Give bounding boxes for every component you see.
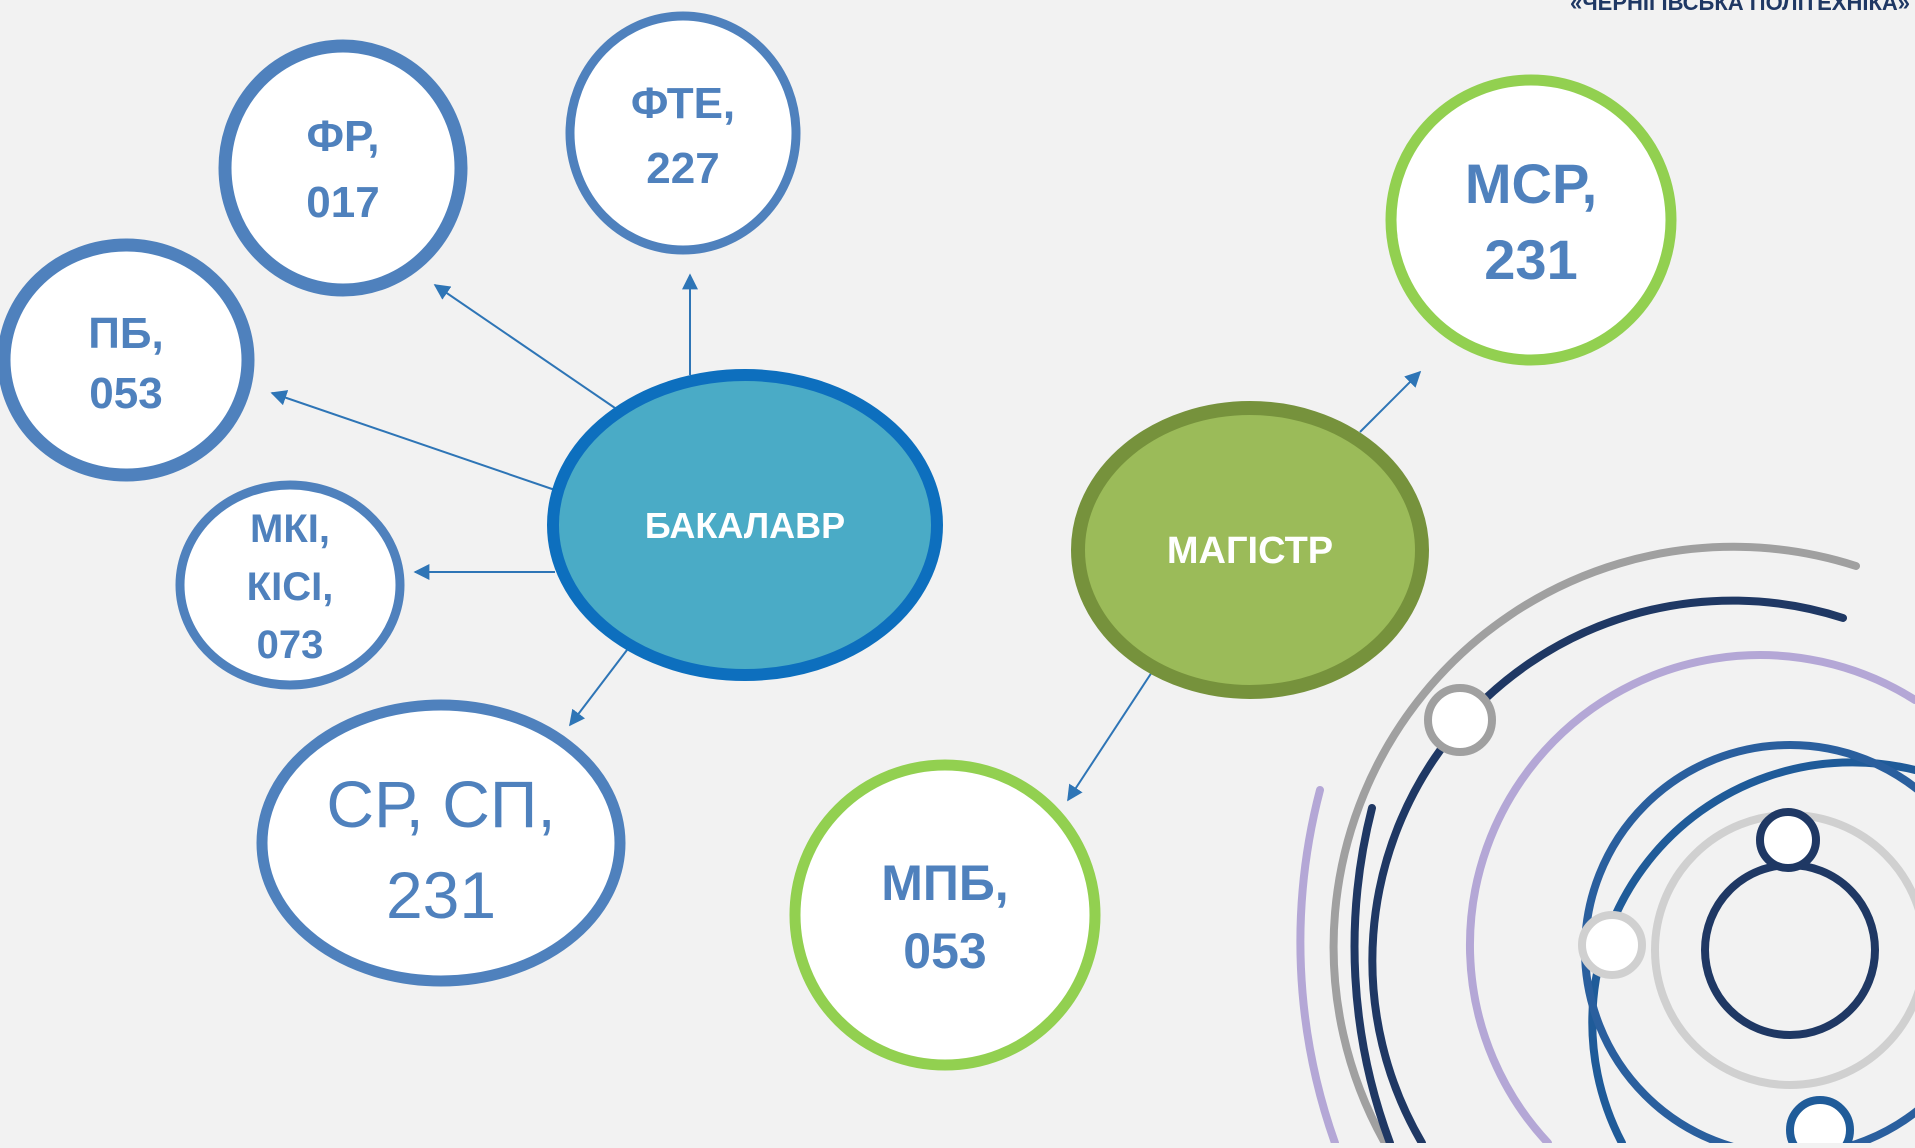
node-mki-line3: 073 xyxy=(257,623,324,667)
node-fte-line1: ФТЕ, xyxy=(631,79,735,128)
node-mki: МКІ, КІСІ, 073 xyxy=(175,480,405,690)
concentric-arcs-logo-icon xyxy=(1296,542,1915,1148)
node-fr-line1: ФР, xyxy=(306,112,379,161)
master-connectors xyxy=(1067,370,1422,802)
node-msr: МСР, 231 xyxy=(1385,74,1677,366)
node-fr-line2: 017 xyxy=(306,178,379,227)
node-mki-line1: МКІ, xyxy=(250,507,330,551)
node-pb: ПБ, 053 xyxy=(0,238,255,482)
node-mpb: МПБ, 053 xyxy=(789,759,1101,1071)
node-mpb-line2: 053 xyxy=(903,923,986,979)
node-msr-line2: 231 xyxy=(1484,228,1577,291)
node-mpb-line1: МПБ, xyxy=(881,855,1008,911)
node-srsp-line1: СР, СП, xyxy=(326,767,555,841)
node-fr: ФР, 017 xyxy=(218,39,468,297)
arrow-to-srsp xyxy=(569,649,628,727)
node-fte: ФТЕ, 227 xyxy=(565,11,801,255)
arrow-to-fr xyxy=(433,284,616,409)
node-pb-line1: ПБ, xyxy=(88,309,163,358)
master-label: МАГІСТР xyxy=(1167,530,1333,572)
bachelor-connectors xyxy=(270,273,698,727)
node-fte-line2: 227 xyxy=(646,144,719,193)
node-pb-line2: 053 xyxy=(89,369,162,418)
node-srsp: СР, СП, 231 xyxy=(256,699,626,987)
master-node: МАГІСТР xyxy=(1071,401,1429,699)
header-org-name: «ЧЕРНІГІВСЬКА ПОЛІТЕХНІКА» xyxy=(1570,0,1910,15)
node-msr-line1: МСР, xyxy=(1465,152,1597,215)
bachelor-label: БАКАЛАВР xyxy=(645,505,845,546)
node-srsp-line2: 231 xyxy=(386,858,496,932)
arrow-to-mpb xyxy=(1067,671,1153,802)
node-mki-line2: КІСІ, xyxy=(247,565,334,609)
arrow-to-pb xyxy=(270,390,556,491)
arrow-to-msr xyxy=(1359,370,1422,433)
bachelor-node: БАКАЛАВР xyxy=(547,369,943,681)
